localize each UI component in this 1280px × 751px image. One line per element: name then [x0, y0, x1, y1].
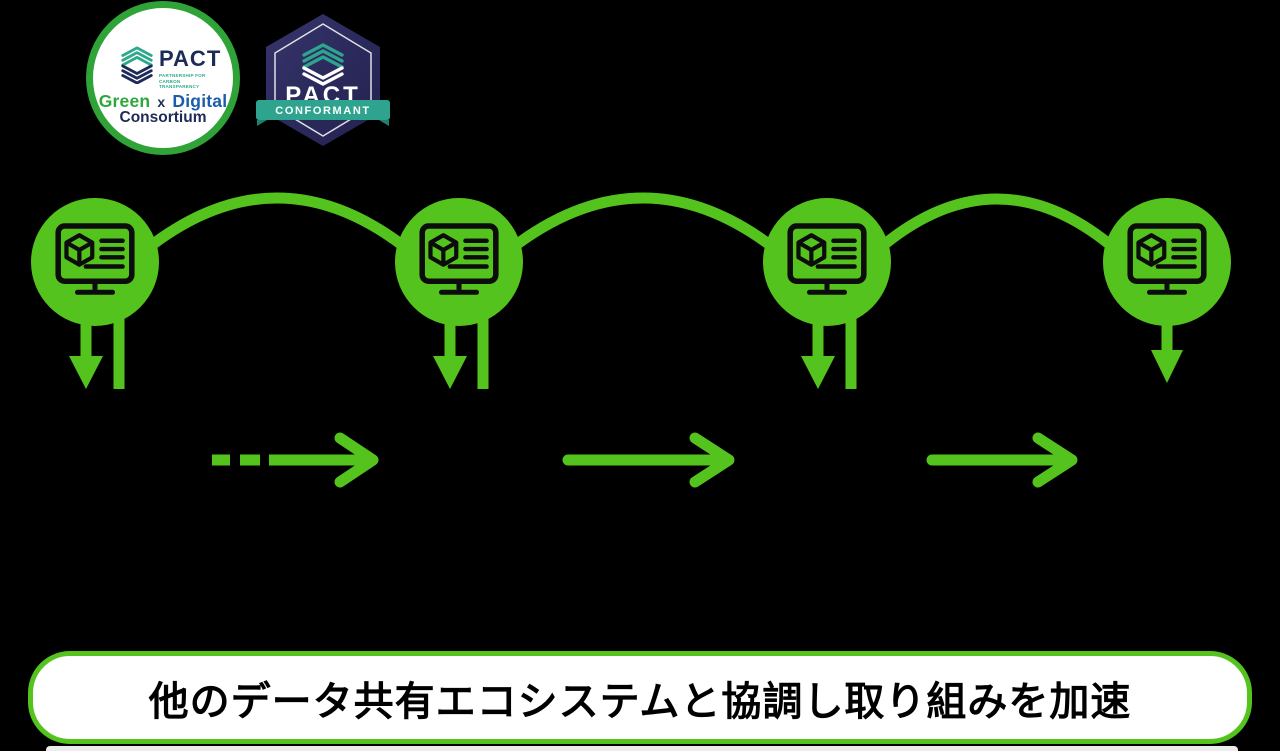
pact-subtitle: PARTNERSHIP FOR CARBON TRANSPARENCY: [159, 73, 206, 90]
consortium-label: Consortium: [119, 109, 207, 126]
banner-text: 他のデータ共有エコシステムと協調し取り組みを加速: [148, 679, 1132, 724]
down-arrow-1: [69, 300, 125, 389]
pact-title: PACT: [159, 46, 222, 71]
green-label: Green: [98, 91, 151, 111]
ribbon-fold-left: [257, 120, 267, 126]
down-arrow-4: [1151, 300, 1183, 383]
bottom-strip: [46, 746, 1238, 751]
badge-pact-mark-icon: [302, 43, 344, 86]
flow-arrow-2: [562, 432, 735, 488]
digital-label: Digital: [172, 91, 228, 111]
ecosystem-node-3: [763, 198, 891, 326]
pact-conformant-badge: PACT CONFORMANT: [256, 14, 390, 146]
ecosystem-node-2: [395, 198, 523, 326]
connection-arc-1: [142, 192, 412, 254]
badge-conformant-label: CONFORMANT: [275, 105, 370, 117]
green-x-digital-label: Green x Digital: [93, 91, 233, 112]
ribbon-fold-right: [379, 120, 389, 126]
flow-arrow-dashed: [212, 432, 379, 488]
connection-arc-2: [506, 192, 780, 254]
x-label: x: [157, 94, 166, 110]
badge-conformant-ribbon: [256, 100, 390, 120]
bottom-banner: 他のデータ共有エコシステムと協調し取り組みを加速: [28, 651, 1252, 744]
down-arrow-3: [801, 300, 857, 389]
flow-arrow-3: [926, 432, 1078, 488]
green-x-digital-consortium-logo: PACT PARTNERSHIP FOR CARBON TRANSPARENCY…: [86, 1, 240, 155]
ecosystem-node-1: [31, 198, 159, 326]
pact-wordmark: PACT PARTNERSHIP FOR CARBON TRANSPARENCY: [159, 48, 225, 90]
ecosystem-node-4: [1103, 198, 1231, 326]
pact-mark-icon: [121, 46, 153, 84]
connection-arc-3: [874, 193, 1120, 254]
down-arrow-2: [433, 300, 489, 389]
badge-inner-outline: [274, 23, 372, 137]
